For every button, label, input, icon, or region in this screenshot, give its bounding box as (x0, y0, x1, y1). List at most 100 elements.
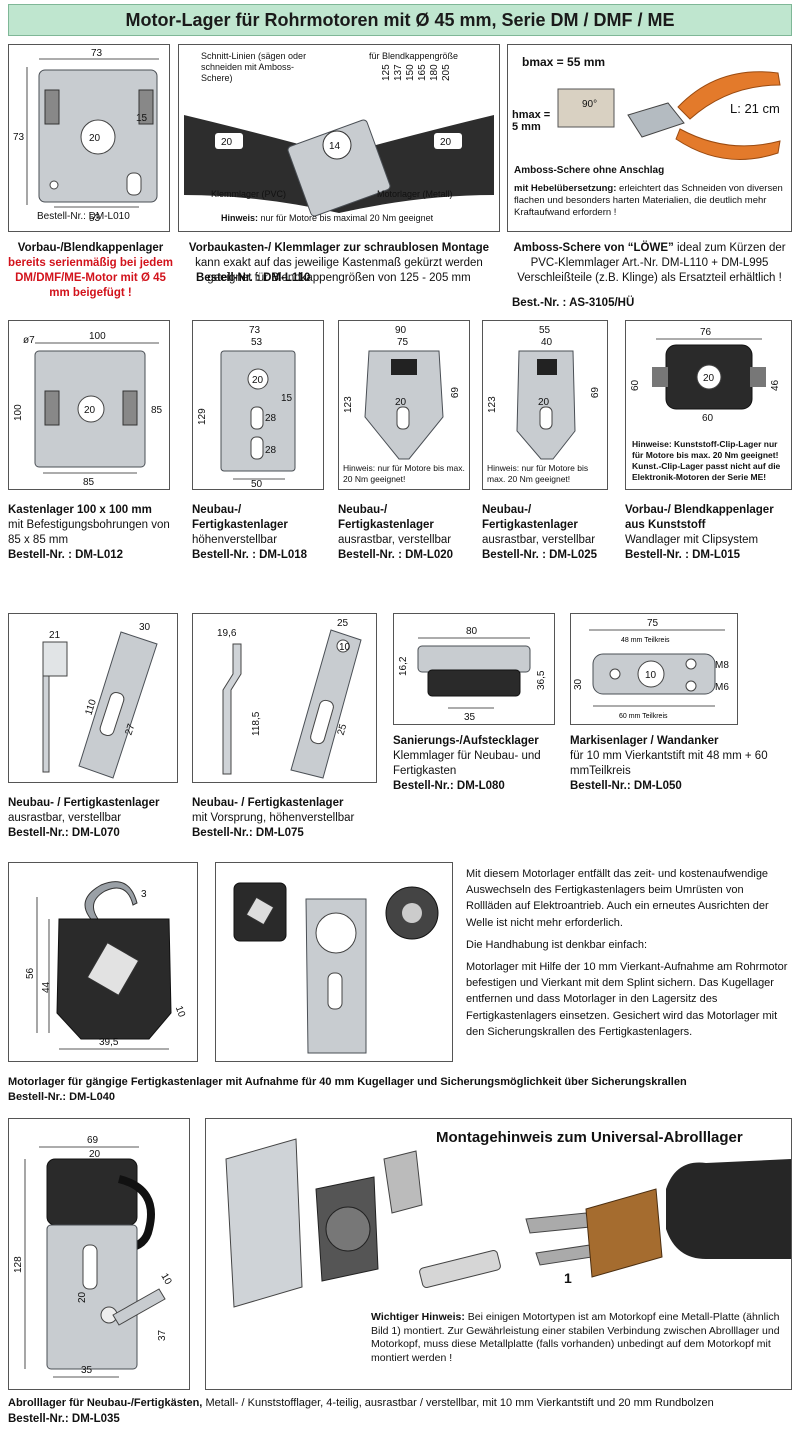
svg-text:25: 25 (337, 618, 349, 629)
page-title: Motor-Lager für Rohrmotoren mit Ø 45 mm,… (8, 4, 792, 36)
svg-text:53: 53 (251, 337, 263, 348)
svg-text:110: 110 (84, 698, 100, 717)
svg-text:M6: M6 (715, 682, 729, 693)
svg-text:80: 80 (466, 626, 478, 637)
svg-text:21: 21 (49, 630, 61, 641)
label-bmax: bmax = 55 mm (522, 55, 606, 69)
svg-text:37: 37 (157, 1329, 168, 1341)
svg-text:85: 85 (151, 405, 163, 416)
paragraph: Motorlager mit Hilfe der 10 mm Vierkant-… (466, 961, 788, 1038)
motor-bearing-drawing: 3 56 44 10 39,5 (25, 881, 187, 1050)
product-image-l010: 73 73 20 15 53 Bestell-Nr.: DM-L010 (8, 44, 170, 232)
caption-text: ideal zum Kürzen der PVC-Klemmlager Art.… (517, 242, 786, 284)
svg-text:39,5: 39,5 (99, 1037, 119, 1048)
svg-text:16,2: 16,2 (398, 656, 409, 676)
assembly-exploded-drawing: 1 (225, 1138, 791, 1308)
svg-text:3: 3 (141, 889, 147, 900)
svg-text:35: 35 (81, 1365, 93, 1376)
plastic-bearing-drawing: 76 60 46 20 60 (630, 327, 781, 424)
bearing-plate-drawing: 73 73 20 15 53 (13, 48, 159, 224)
svg-text:48 mm Teilkreis: 48 mm Teilkreis (621, 637, 670, 644)
svg-text:15: 15 (281, 393, 293, 404)
plate-100-drawing: ø7 100 100 20 85 85 (13, 331, 163, 488)
svg-text:20: 20 (77, 1291, 88, 1303)
svg-text:165: 165 (417, 64, 428, 81)
product-image-l040-dims: 3 56 44 10 39,5 (8, 862, 198, 1062)
svg-text:150: 150 (405, 64, 416, 81)
label-length: L: 21 cm (730, 101, 780, 116)
product-image-l020: 90 75 123 69 20 Hinweis: nur für Motore … (338, 320, 470, 490)
svg-text:129: 129 (197, 408, 208, 425)
caption-l025: Neubau-/ Fertigkastenlager ausrastbar, v… (482, 504, 598, 561)
svg-text:27: 27 (124, 722, 138, 736)
svg-text:36,5: 36,5 (536, 670, 547, 690)
caption-title: Vorbau-/Blendkappenlager (17, 242, 164, 254)
product-image-l025: 55 40 123 69 20 Hinweis: nur für Motore … (482, 320, 608, 490)
svg-text:30: 30 (139, 622, 151, 633)
caption-title: Vorbaukasten-/ Klemmlager zur schraublos… (188, 242, 490, 254)
svg-text:28: 28 (265, 445, 277, 456)
svg-text:69: 69 (448, 387, 459, 399)
caption-l070: Neubau- / Fertigkastenlager ausrastbar, … (8, 797, 160, 839)
svg-text:123: 123 (343, 396, 354, 413)
svg-text:20: 20 (395, 397, 407, 408)
svg-text:28: 28 (265, 413, 277, 424)
paragraph: Mit diesem Motorlager entfällt das zeit-… (466, 868, 769, 929)
hint-l020: Hinweis: nur für Motore bis max. 20 Nm g… (343, 463, 465, 484)
caption-l012: Kastenlager 100 x 100 mm mit Befestigung… (8, 504, 170, 561)
svg-text:76: 76 (700, 327, 712, 338)
product-image-l110: 14 20 20 125 137 150 165 180 205 Schnitt… (178, 44, 500, 232)
motor-bearing-assembly (233, 882, 439, 1054)
svg-text:ø7: ø7 (23, 335, 35, 346)
plate-l020-drawing: 90 75 123 69 20 (343, 325, 459, 460)
dim-height: 73 (13, 132, 25, 143)
svg-text:60: 60 (702, 413, 714, 421)
label-motor: Motorlager (Metall) (377, 189, 453, 199)
svg-text:40: 40 (541, 337, 553, 348)
label-clamp: Klemmlager (PVC) (211, 189, 287, 199)
svg-text:90°: 90° (582, 99, 597, 110)
svg-text:20: 20 (252, 375, 264, 386)
svg-text:20: 20 (538, 397, 550, 408)
caption-l050: Markisenlager / Wandanker für 10 mm Vier… (570, 735, 768, 792)
callout-number: 1 (564, 1270, 572, 1286)
label-hmax: hmax = 5 mm (512, 109, 551, 133)
product-image-l080: 80 16,2 36,5 35 (393, 613, 555, 725)
svg-text:118,5: 118,5 (251, 711, 262, 736)
svg-text:50: 50 (251, 479, 263, 489)
shear-drawing: 90° (557, 71, 781, 160)
caption-shear: Amboss-Schere von “LÖWE” ideal zum Kürze… (507, 241, 792, 286)
svg-text:73: 73 (249, 325, 261, 336)
svg-text:123: 123 (487, 396, 498, 413)
caption-l015: Vorbau-/ Blendkappenlager aus Kunststoff… (625, 504, 774, 561)
plate-l025-drawing: 55 40 123 69 20 (487, 325, 599, 460)
svg-text:60 mm Teilkreis: 60 mm Teilkreis (619, 713, 668, 720)
svg-text:69: 69 (87, 1135, 99, 1146)
svg-text:44: 44 (41, 981, 52, 993)
hint-l110: Hinweis: nur für Motore bis maximal 20 N… (221, 213, 434, 223)
svg-text:10: 10 (173, 1005, 187, 1020)
shear-subtitle: Amboss-Schere ohne Anschlag (514, 165, 665, 176)
svg-text:85: 85 (83, 477, 95, 488)
label-cut-lines: Schnitt-Linien (sägen oder schneiden mit… (201, 51, 307, 83)
svg-text:20: 20 (221, 137, 233, 148)
svg-text:19,6: 19,6 (217, 628, 237, 639)
svg-text:M8: M8 (715, 660, 729, 671)
dim-width: 73 (91, 48, 103, 59)
hint-l015: Hinweise: Kunststoff-Clip-Lager nur für … (632, 439, 781, 482)
caption-title: Amboss-Schere von “LÖWE” (513, 242, 674, 254)
svg-text:205: 205 (441, 64, 452, 81)
svg-text:56: 56 (25, 967, 36, 979)
product-image-l075: 19,6 118,5 10 25 25 (192, 613, 377, 783)
product-image-l035-assembly: Montagehinweis zum Universal-Abrolllager… (205, 1118, 792, 1390)
roll-bearing-drawing: 69 20 128 20 10 37 35 (13, 1135, 174, 1378)
bracket-l070-drawing: 21 30 110 27 (42, 622, 158, 779)
svg-text:90: 90 (395, 325, 407, 336)
clip-bearing-drawing: 80 16,2 36,5 35 (398, 626, 547, 723)
caption-highlight: bereits serienmäßig bei jedem DM/DMF/ME-… (8, 257, 173, 299)
svg-text:100: 100 (89, 331, 106, 342)
svg-text:15: 15 (136, 113, 148, 124)
svg-text:55: 55 (539, 325, 551, 336)
paragraph: Die Handhabung ist denkbar einfach: (466, 938, 648, 951)
svg-text:14: 14 (329, 141, 341, 152)
